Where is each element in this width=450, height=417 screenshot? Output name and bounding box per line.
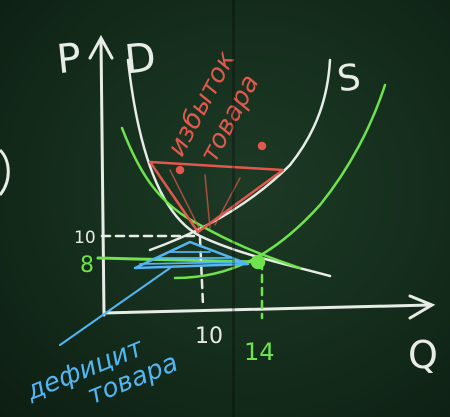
- p-axis-arrow: [88, 34, 114, 60]
- shifted-demand-curve: [120, 126, 302, 270]
- q-axis-line: [102, 303, 432, 315]
- shifted-supply-curve: [173, 83, 387, 280]
- original-curves: [126, 58, 332, 278]
- q-tick-14: 14: [244, 338, 275, 366]
- equilibrium-point: [250, 254, 266, 270]
- p-axis-label: P: [55, 35, 84, 83]
- surplus-triangle: [148, 160, 285, 234]
- price-tick-8: 8: [80, 253, 94, 278]
- q10-dash: [198, 236, 205, 307]
- demand-curve: [126, 58, 332, 278]
- surplus-dot-left: [175, 165, 185, 175]
- deficit-area: [59, 240, 250, 346]
- q-axis-label: Q: [408, 333, 438, 377]
- q-tick-10: 10: [195, 324, 223, 349]
- axes: [88, 34, 436, 320]
- edge-stroke: [0, 148, 10, 196]
- surplus-area: [148, 141, 285, 234]
- supply-curve: [148, 58, 332, 252]
- surplus-dot-right: [257, 141, 267, 151]
- q-axis-arrow: [408, 294, 436, 320]
- demand-label: D: [123, 34, 158, 83]
- supply-label: S: [335, 57, 363, 101]
- p-axis-line: [99, 38, 106, 317]
- deficit-pointer: [59, 267, 171, 346]
- surplus-hatching: [169, 169, 241, 231]
- deficit-fill-lines: [139, 251, 246, 265]
- deficit-triangle: [133, 240, 250, 270]
- guide-lines: [100, 234, 205, 307]
- price-tick-10: 10: [74, 228, 96, 248]
